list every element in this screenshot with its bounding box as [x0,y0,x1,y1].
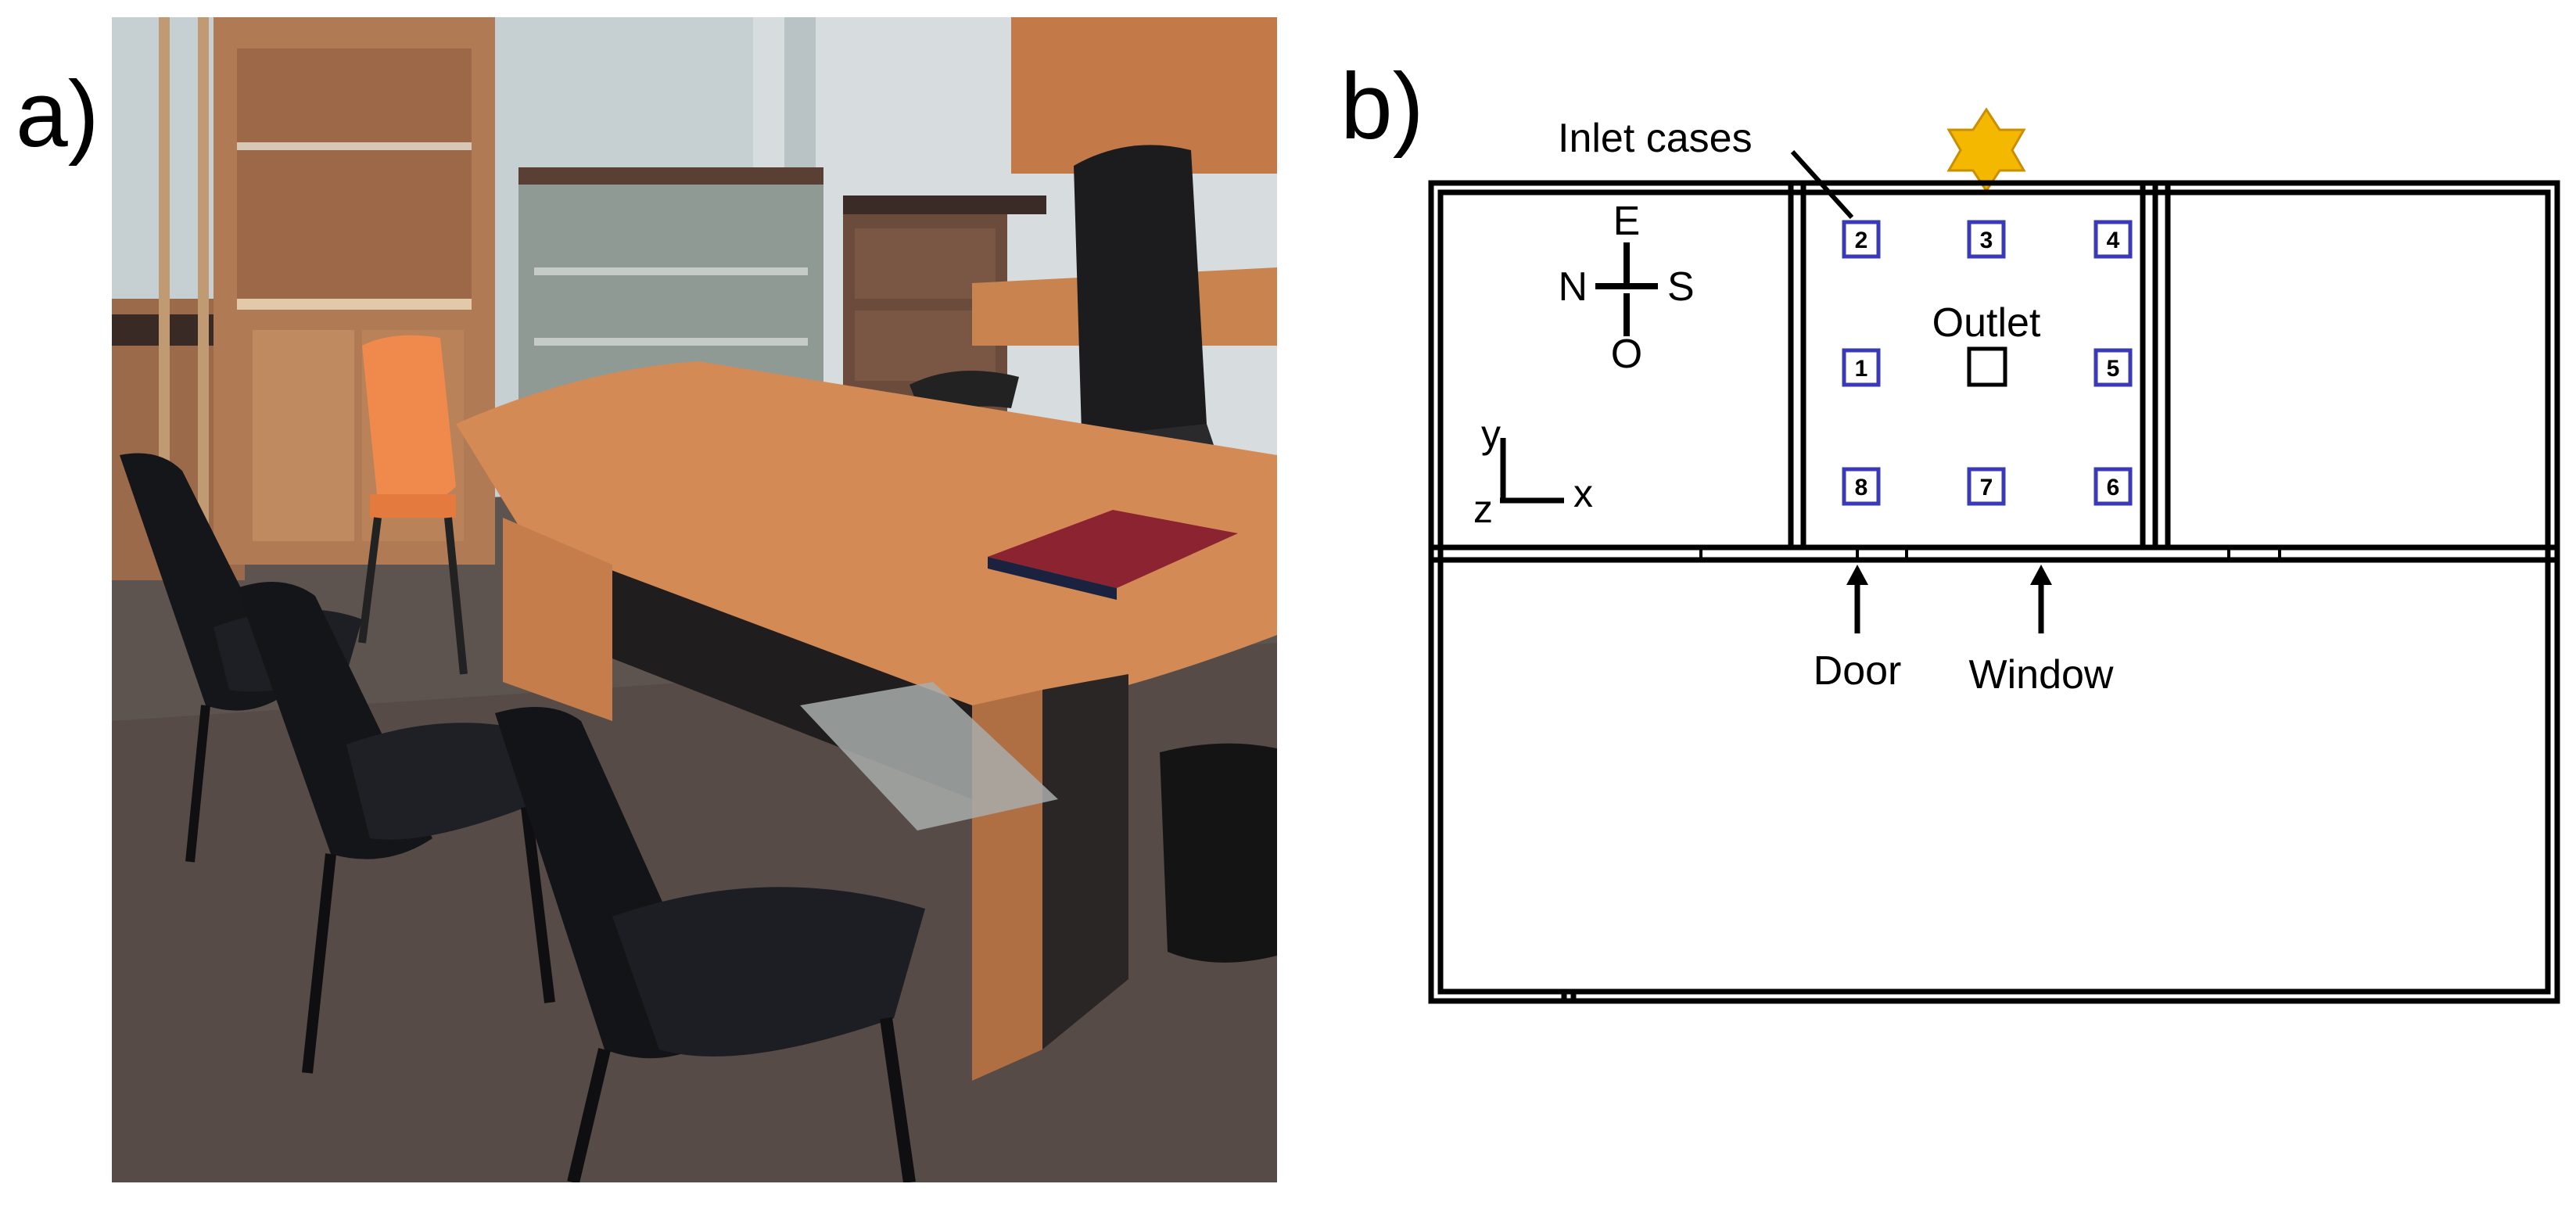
bookshelf-top [518,167,823,185]
office-photo [112,17,1277,1182]
svg-text:4: 4 [2107,228,2120,253]
star-icon [1946,107,2026,193]
orange-chair-leg-1 [358,517,382,644]
bookshelf-shelf-1 [534,267,808,275]
curved-desk-top [456,361,1277,709]
drawer-cabinet-top [843,196,1046,214]
inlet-5: 5 [2093,348,2133,387]
outlet-label: Outlet [1932,300,2041,346]
compass: E N S O [1558,199,1694,377]
orange-chair-leg-2 [444,517,468,675]
window-arrow [2030,565,2052,633]
door-label: Door [1814,648,1902,694]
inlet-grid: 2 3 4 1 5 8 [1842,220,2133,506]
office-photo-drawing [112,17,1277,1182]
svg-text:7: 7 [1980,475,1993,500]
tall-shelf-back [237,48,472,299]
desk-left-leg [503,518,612,721]
orange-chair-seat [370,494,456,518]
red-notebook-spine [988,557,1117,600]
shelf-line-1 [237,142,472,150]
bookshelf-shelf-2 [534,338,808,346]
z-axis-label: z [1473,487,1493,531]
window-label: Window [1969,652,2114,698]
desk-pedestal-side [1042,674,1128,1049]
svg-text:2: 2 [1855,228,1868,253]
inlet-2: 2 [1842,220,1881,259]
compass-south-label: S [1667,264,1695,310]
orange-chair-back [362,335,456,508]
compass-west-label: O [1611,332,1642,377]
inlet-cases-leader [1790,149,1854,220]
red-notebook [988,510,1238,588]
x-axis-label: x [1573,472,1593,515]
door-arrow [1846,565,1868,633]
compass-east-label: E [1613,199,1641,244]
cabinet-door-left [253,330,354,541]
floor-mat [800,682,1058,831]
inlet-1: 1 [1842,348,1881,387]
compass-north-label: N [1558,264,1588,310]
floor-plan-drawing: E N S O y x z 2 3 4 [1428,107,2560,1004]
svg-text:5: 5 [2107,356,2120,382]
ladder-rail-left [159,17,170,565]
panel-a-label: a) [16,62,99,167]
black-chair-3 [495,707,925,1182]
executive-chair-back [1074,145,1207,442]
inlet-4: 4 [2093,220,2133,259]
ladder-rail-right [198,17,209,565]
svg-text:6: 6 [2107,475,2120,500]
inlet-cases-label: Inlet cases [1558,116,1753,161]
svg-text:1: 1 [1855,356,1868,382]
black-chair-2 [237,582,555,1074]
floor-plan: E N S O y x z 2 3 4 [1423,94,2565,1004]
panel-b-label: b) [1340,54,1424,159]
wall-openings [1699,547,2281,560]
outlet-box [1967,346,2007,387]
svg-text:8: 8 [1855,475,1868,500]
y-axis-label: y [1481,412,1501,456]
waste-bin [1160,743,1277,963]
inlet-6: 6 [2093,467,2133,506]
svg-text:3: 3 [1980,228,1993,253]
inlet-8: 8 [1842,467,1881,506]
building-walls [1428,180,2560,1004]
inlet-3: 3 [1967,220,2006,259]
inlet-7: 7 [1967,467,2006,506]
coordinate-axes: y x z [1473,412,1593,531]
shelf-line-2 [237,299,472,310]
